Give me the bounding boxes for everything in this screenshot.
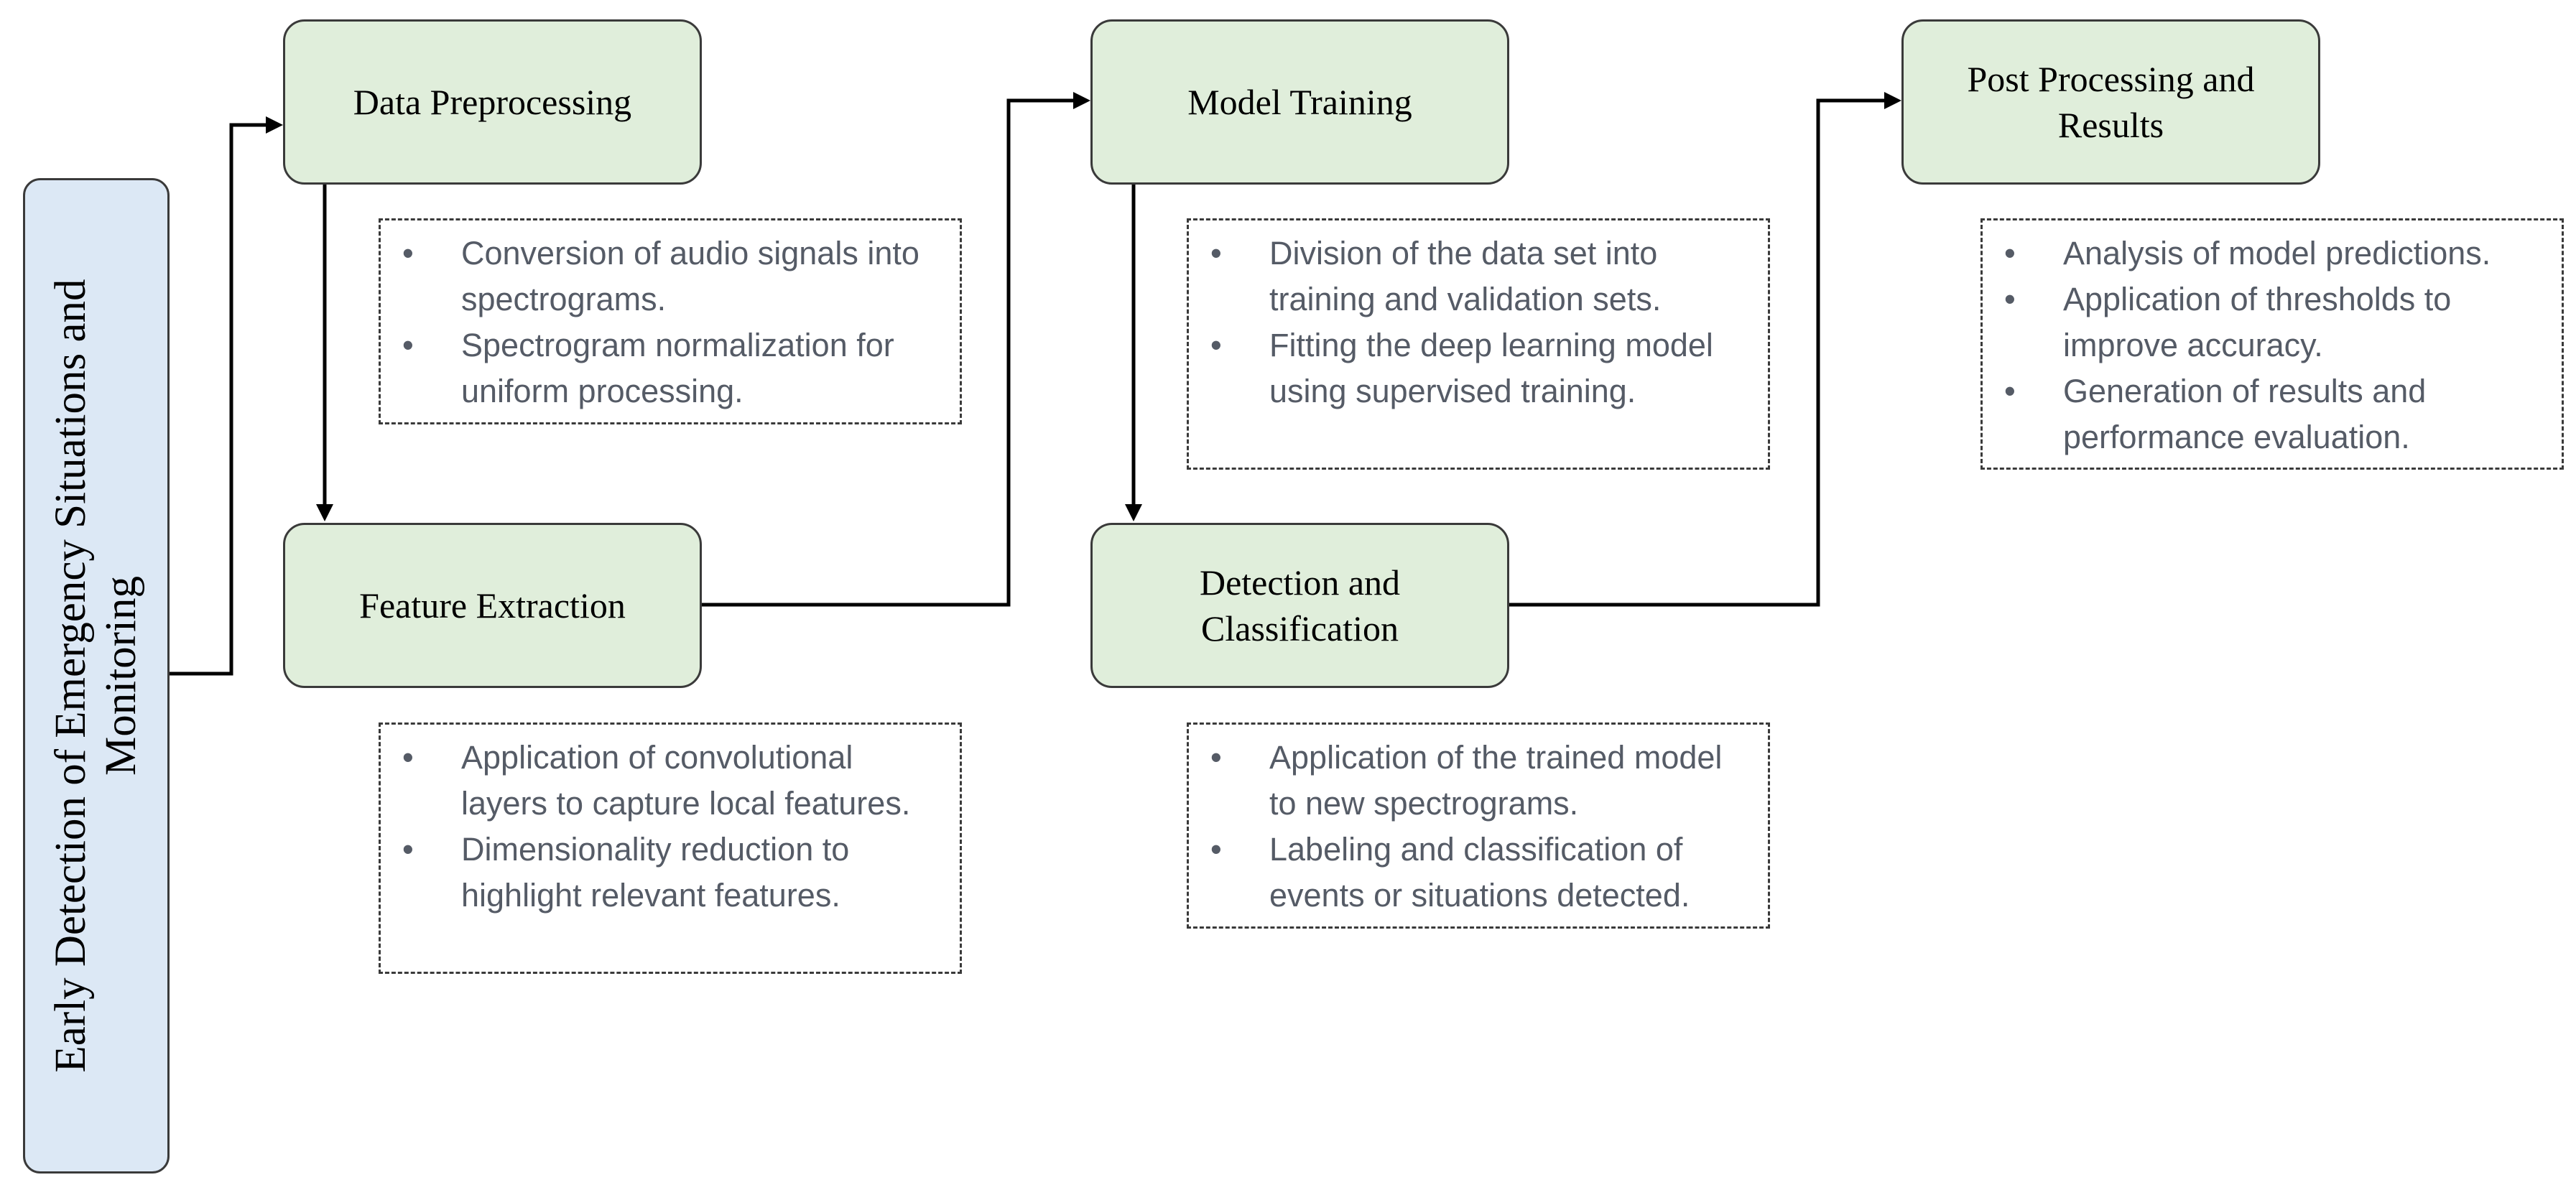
step-label: Data Preprocessing xyxy=(353,82,632,122)
detail-item: Application of thresholds to improve acc… xyxy=(1991,276,2544,368)
step-post-processing: Post Processing and Results xyxy=(1901,19,2320,185)
step-label: Feature Extraction xyxy=(359,585,626,626)
detail-item: Analysis of model predictions. xyxy=(1991,231,2544,276)
connector-side-to-data-preprocessing xyxy=(170,123,270,676)
step-detection-classification: Detection and Classification xyxy=(1090,523,1509,688)
step-data-preprocessing: Data Preprocessing xyxy=(283,19,702,185)
detail-item: Generation of results and performance ev… xyxy=(1991,368,2544,460)
details-data-preprocessing: Conversion of audio signals into spectro… xyxy=(379,218,962,424)
step-model-training: Model Training xyxy=(1090,19,1509,185)
detail-item: Dimensionality reduction to highlight re… xyxy=(389,827,942,919)
arrowhead-detection-classification xyxy=(1125,504,1142,521)
details-feature-extraction: Application of convolutional layers to c… xyxy=(379,722,962,974)
side-title: Early Detection of Emergency Situations … xyxy=(47,279,145,1073)
detail-item: Conversion of audio signals into spectro… xyxy=(389,231,942,322)
connector-detection-to-post-processing xyxy=(1509,98,1889,607)
step-label-line-1: Post Processing and xyxy=(1967,59,2255,99)
detail-item: Division of the data set into training a… xyxy=(1197,231,1751,322)
side-title-box xyxy=(23,178,170,1174)
arrowhead-post-processing xyxy=(1884,92,1901,109)
arrowhead-model-training xyxy=(1073,92,1090,109)
details-post-processing: Analysis of model predictions. Applicati… xyxy=(1980,218,2564,470)
arrowhead-feature-extraction xyxy=(316,504,333,521)
step-label: Model Training xyxy=(1187,82,1412,122)
step-label-line-2: Results xyxy=(2057,105,2164,145)
detail-item: Spectrogram normalization for uniform pr… xyxy=(389,322,942,414)
detail-item: Labeling and classification of events or… xyxy=(1197,827,1751,919)
detail-item: Fitting the deep learning model using su… xyxy=(1197,322,1751,414)
step-feature-extraction: Feature Extraction xyxy=(283,523,702,688)
arrowhead-data-preprocessing xyxy=(266,116,283,134)
details-model-training: Division of the data set into training a… xyxy=(1187,218,1770,470)
detail-item: Application of convolutional layers to c… xyxy=(389,735,942,827)
step-label-line-2: Classification xyxy=(1201,608,1399,649)
step-label-line-1: Detection and xyxy=(1199,562,1401,603)
details-detection-classification: Application of the trained model to new … xyxy=(1187,722,1770,929)
detail-item: Application of the trained model to new … xyxy=(1197,735,1751,827)
connector-feature-extraction-to-model-training xyxy=(702,98,1078,607)
